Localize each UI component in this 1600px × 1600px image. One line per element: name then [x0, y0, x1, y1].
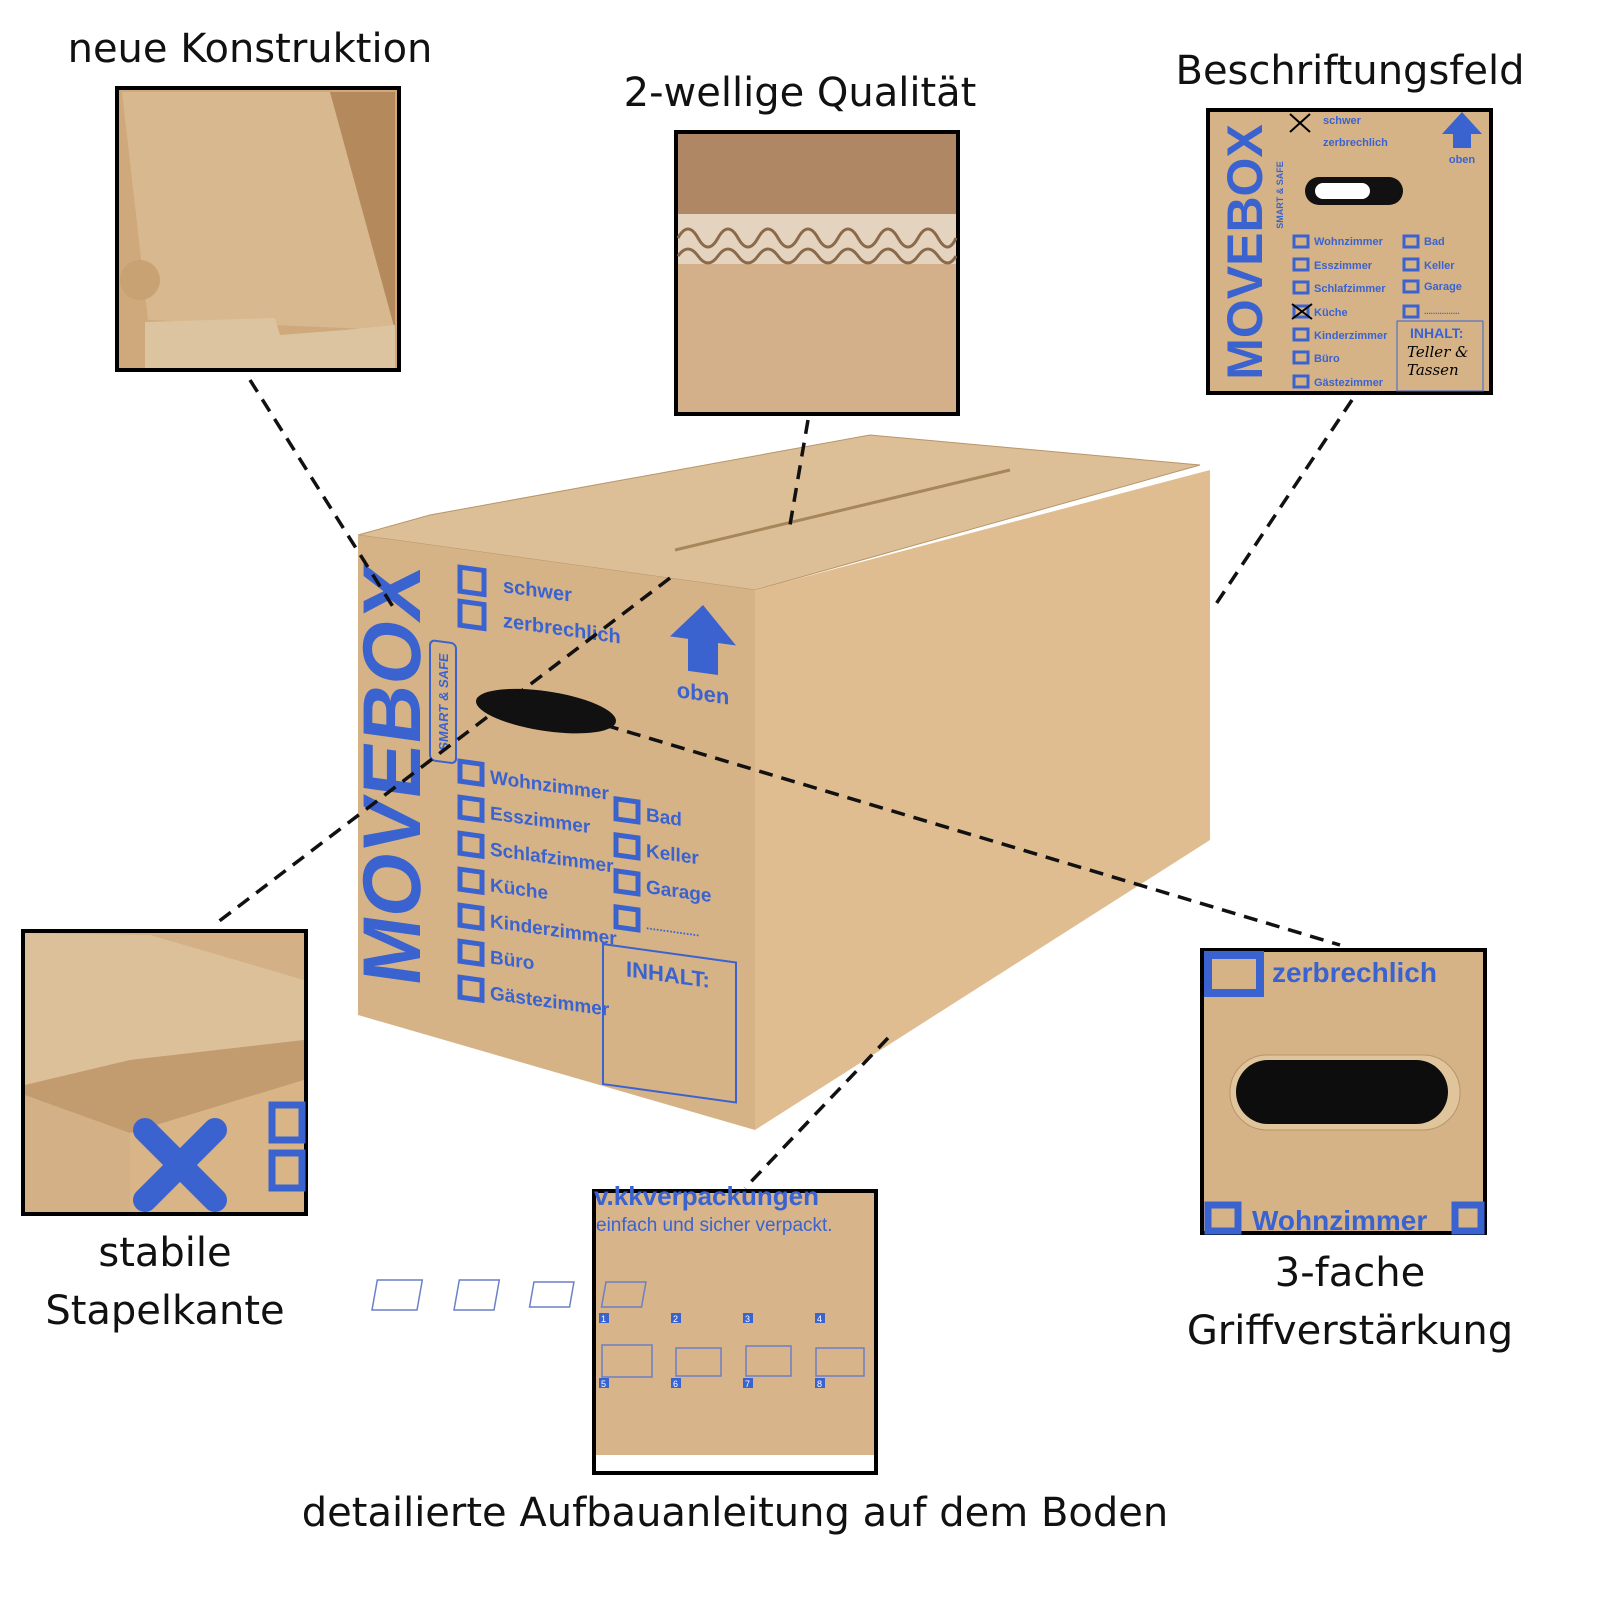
inset-instructions: v.kkverpackungen einfach und sicher verp… [371, 1181, 878, 1475]
caption-beschriftungsfeld: Beschriftungsfeld [1175, 48, 1525, 94]
grip-zerbrechlich: zerbrechlich [1272, 957, 1437, 988]
inset-label-field: MOVEBOX SMART & SAFE schwer zerbrechlich… [1206, 108, 1493, 395]
inset-room: Keller [1424, 260, 1455, 272]
arrow-up-icon [670, 604, 736, 676]
inset-construction [115, 86, 401, 372]
inset-content-label: INHALT: [1410, 325, 1463, 341]
handle-hole[interactable] [476, 681, 616, 740]
caption-neue-konstruktion: neue Konstruktion [67, 26, 433, 72]
content-field [602, 942, 737, 1104]
inset-brand: MOVEBOX [1217, 124, 1273, 380]
inset-arrow-label: oben [1449, 154, 1476, 166]
print-slogan: einfach und sicher verpackt. [596, 1215, 833, 1236]
step-number: 8 [817, 1379, 822, 1389]
inset-room: Schlafzimmer [1314, 283, 1386, 295]
step-number: 5 [601, 1379, 606, 1389]
rooms-right: Bad Keller Garage ................ [613, 796, 711, 939]
inset-room: ................ [1424, 307, 1460, 316]
inset-stack-edge [21, 929, 308, 1216]
moving-box: MOVEBOX SMART & SAFE schwer zerbrechlich… [346, 434, 1210, 1130]
caption-stabile-stapelkante: stabile Stapelkante [20, 1224, 310, 1340]
caption-griffverstaerkung: 3-fache Griffverstärkung [1170, 1244, 1530, 1360]
step-number: 4 [817, 1314, 822, 1324]
room: Bad [646, 805, 682, 831]
assembly-steps [371, 1279, 865, 1378]
brand-tagline: SMART & SAFE [436, 652, 451, 752]
caption-line: 3-fache [1274, 1250, 1426, 1296]
inset-grip: zerbrechlich Wohnzimmer [1200, 948, 1487, 1236]
inset-corrugation [674, 130, 960, 416]
box-side [755, 470, 1210, 1130]
grip-wohnzimmer: Wohnzimmer [1252, 1205, 1427, 1236]
inset-room: Kinderzimmer [1314, 330, 1388, 342]
caption-line: Griffverstärkung [1186, 1308, 1514, 1354]
handwritten-content: Teller & [1407, 343, 1468, 361]
step-number: 7 [745, 1379, 750, 1389]
inset-flag: zerbrechlich [1323, 137, 1388, 149]
step-number: 2 [673, 1314, 678, 1324]
caption-2-wellige-qualitaet: 2-wellige Qualität [623, 70, 977, 116]
inset-room: Esszimmer [1314, 260, 1373, 272]
inset-room: Küche [1314, 307, 1348, 319]
inset-room: Gästezimmer [1314, 377, 1384, 389]
caption-line: Stapelkante [45, 1288, 285, 1334]
inset-room: Wohnzimmer [1314, 236, 1384, 248]
step-number: 1 [601, 1314, 606, 1324]
inset-flag: schwer [1323, 115, 1362, 127]
caption-line: stabile [98, 1230, 232, 1276]
box-front-print: MOVEBOX SMART & SAFE schwer zerbrechlich… [346, 559, 737, 1104]
print-url: v.kkverpackungen [594, 1181, 819, 1211]
brand-logo: MOVEBOX [346, 559, 438, 991]
leader-lines [216, 379, 1354, 1190]
step-number: 3 [745, 1314, 750, 1324]
inset-room: Büro [1314, 353, 1340, 365]
box-front [358, 535, 755, 1130]
inset-tagline: SMART & SAFE [1275, 161, 1285, 229]
caption-aufbauanleitung: detailierte Aufbauanleitung auf dem Bode… [301, 1490, 1169, 1536]
handwritten-content: Tassen [1407, 361, 1459, 379]
step-number: 6 [673, 1379, 678, 1389]
inset-room: Garage [1424, 281, 1462, 293]
inset-room: Bad [1424, 236, 1445, 248]
